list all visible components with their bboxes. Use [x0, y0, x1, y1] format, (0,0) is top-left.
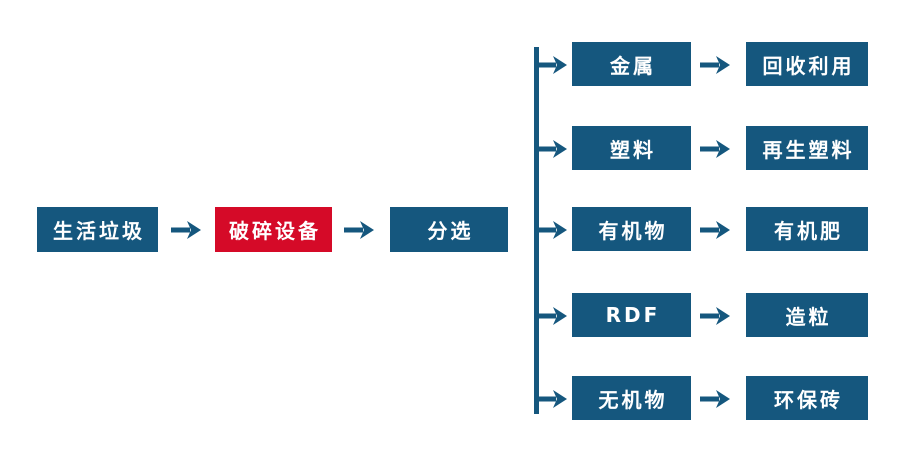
arrow-right-icon: [171, 221, 201, 239]
node-recycled-plastic: 再生塑料: [746, 126, 868, 170]
arrow-right-icon: [700, 390, 730, 408]
arrow-right-icon: [700, 56, 730, 74]
arrow-right-icon: [700, 307, 730, 325]
node-sorting: 分选: [390, 207, 508, 252]
arrow-right-icon: [536, 390, 567, 408]
node-rdf: RDF: [572, 293, 691, 337]
node-plastic: 塑料: [572, 126, 691, 170]
node-crushing-equipment: 破碎设备: [215, 207, 332, 252]
arrow-right-icon: [344, 221, 374, 239]
node-organic-matter: 有机物: [572, 207, 691, 251]
arrow-right-icon: [700, 221, 730, 239]
node-granulation: 造粒: [746, 293, 868, 337]
arrow-right-icon: [536, 140, 567, 158]
node-household-waste: 生活垃圾: [37, 207, 158, 252]
node-recycling: 回收利用: [746, 42, 868, 86]
arrow-right-icon: [700, 140, 730, 158]
node-organic-fertilizer: 有机肥: [746, 207, 868, 251]
node-metal: 金属: [572, 42, 691, 86]
node-inorganic-matter: 无机物: [572, 376, 691, 420]
node-eco-brick: 环保砖: [746, 376, 868, 420]
arrow-right-icon: [536, 307, 567, 325]
arrow-right-icon: [536, 221, 567, 239]
arrow-right-icon: [536, 56, 567, 74]
